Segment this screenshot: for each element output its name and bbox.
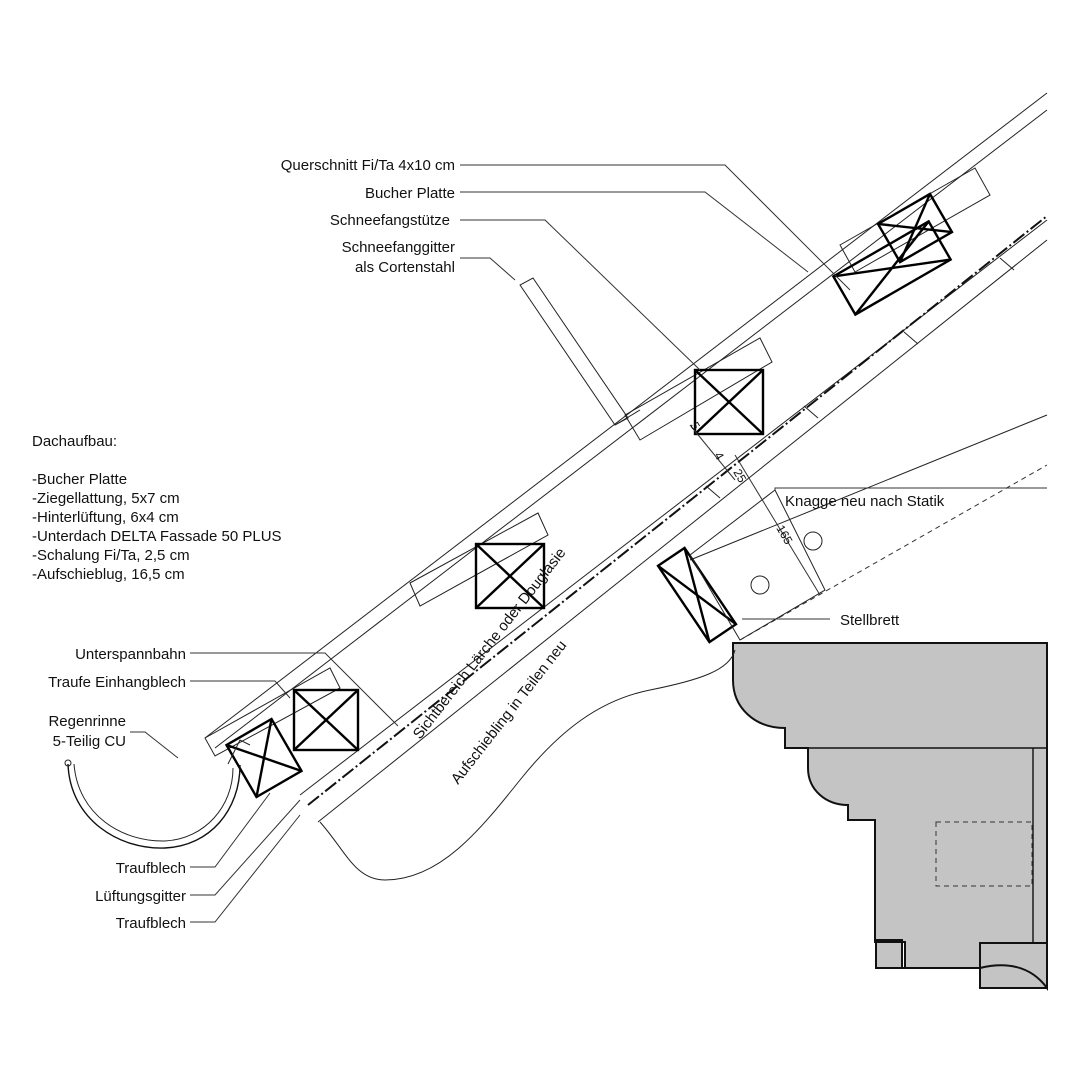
leader-bucher-platte [460, 191, 809, 273]
gutter-bead [64, 759, 72, 767]
snow-guard-grid [519, 277, 629, 426]
dachaufbau-item: -Schalung Fi/Ta, 2,5 cm [32, 547, 190, 564]
label-schneefanggitter-1: Schneefanggitter [342, 239, 455, 256]
knagge-bracket [689, 489, 826, 641]
dimension-165: 165 [773, 523, 795, 548]
underlay-membrane [307, 215, 1048, 806]
bucher-plate-mid [624, 337, 773, 441]
batten-4 [474, 542, 546, 610]
leader-schneefangstuetze [460, 219, 701, 371]
leader-regenrinne [130, 731, 179, 759]
rafter-hidden-line [739, 464, 1048, 641]
leader-lueftungsgitter [190, 799, 301, 896]
gutter [64, 739, 251, 849]
knagge-outline [689, 489, 826, 641]
batten-ticks [705, 257, 1015, 499]
label-stellbrett: Stellbrett [840, 612, 900, 629]
label-regenrinne-2: 5-Teilig CU [53, 733, 126, 750]
label-unterspannbahn: Unterspannbahn [75, 646, 186, 663]
batten-3 [693, 368, 765, 436]
leader-querschnitt [460, 164, 851, 291]
cornice-lower-stone [979, 942, 1048, 992]
aufschiebling-outline [319, 649, 736, 881]
label-schneefangstuetze: Schneefangstütze [330, 212, 450, 229]
dimension-line-165 [734, 454, 821, 596]
bolt-hole-2 [750, 575, 770, 595]
battens [224, 192, 954, 799]
dimension-25: 25 [730, 467, 749, 486]
dimension-line-5-4 [689, 424, 736, 481]
roof-top-line-2 [214, 109, 1048, 749]
gutter-outer [67, 763, 241, 849]
dachaufbau-item: -Ziegellattung, 5x7 cm [32, 490, 180, 507]
bucher-plate-lower [409, 512, 549, 607]
label-querschnitt: Querschnitt Fi/Ta 4x10 cm [281, 157, 455, 174]
batten-5 [292, 688, 360, 752]
label-sichtbereich: Sichtbereich Lärche oder Douglasie [410, 545, 570, 743]
batten-6 [224, 717, 304, 799]
leader-schneefanggitter [460, 257, 516, 281]
stone-cornice [732, 642, 1048, 992]
gutter-hook [227, 739, 251, 765]
batten-2 [831, 219, 953, 317]
leader-traufe-einhangblech [190, 680, 291, 699]
dachaufbau-item: -Bucher Platte [32, 471, 127, 488]
gutter-inner [73, 763, 234, 842]
roof-boarding-line [317, 239, 1048, 823]
label-traufe-einhangblech: Traufe Einhangblech [48, 674, 186, 691]
label-traufblech-1: Traufblech [116, 860, 186, 877]
leader-knagge [774, 487, 1047, 490]
label-bucher-platte: Bucher Platte [365, 185, 455, 202]
stellbrett-board [656, 546, 738, 644]
roof-layers [204, 92, 1048, 823]
label-lueftungsgitter: Lüftungsgitter [95, 888, 186, 905]
label-knagge: Knagge neu nach Statik [785, 493, 945, 510]
dachaufbau-item: -Hinterlüftung, 6x4 cm [32, 509, 179, 526]
bucher-plate-eave [204, 667, 341, 757]
dachaufbau-item: -Aufschieblug, 16,5 cm [32, 566, 185, 583]
leader-traufblech-2 [190, 814, 301, 923]
label-regenrinne-1: Regenrinne [48, 713, 126, 730]
cornice-stone-body [732, 642, 1048, 989]
roof-batten-line [299, 219, 1048, 796]
dachaufbau-item: -Unterdach DELTA Fassade 50 PLUS [32, 528, 282, 545]
bolt-hole-1 [803, 531, 823, 551]
leaders [130, 164, 1047, 923]
label-schneefanggitter-2: als Cortenstahl [355, 259, 455, 276]
snow-guard-foot [614, 409, 641, 426]
dachaufbau-title: Dachaufbau: [32, 433, 117, 450]
leader-traufblech-1 [190, 792, 271, 868]
bucher-plate-upper [839, 167, 991, 273]
leader-unterspannbahn [190, 652, 399, 727]
snow-guard [519, 277, 641, 426]
hidden-beam-outline [935, 821, 1033, 887]
label-traufblech-2: Traufblech [116, 915, 186, 932]
